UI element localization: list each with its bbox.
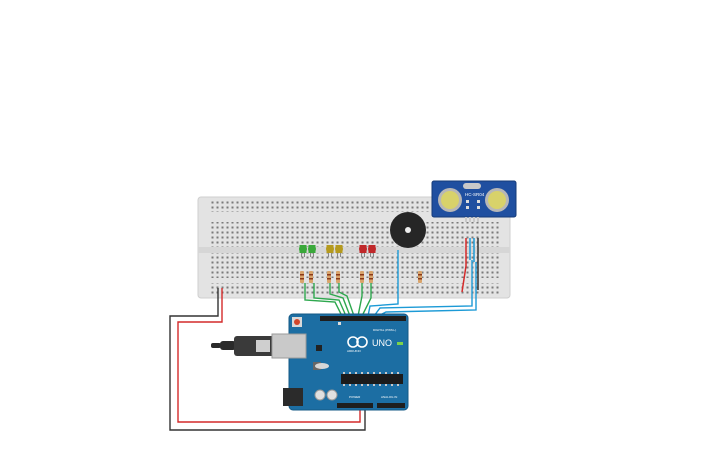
usb-cable[interactable] <box>211 333 307 359</box>
sensor-wires[interactable] <box>461 238 479 293</box>
led-group <box>299 245 376 257</box>
resistors[interactable] <box>300 271 422 283</box>
power-wires[interactable] <box>169 288 366 431</box>
resistor[interactable] <box>327 271 331 283</box>
crystal-oscillator <box>315 363 329 369</box>
sensor-pins <box>465 217 479 222</box>
power-header-label: POWER <box>349 395 361 399</box>
receiver-icon <box>485 188 509 212</box>
digital-header[interactable] <box>320 316 406 321</box>
analog-header-label: ANALOG IN <box>381 395 397 399</box>
arduino-logo-icon <box>347 336 368 348</box>
microcontroller-chip <box>341 374 403 384</box>
led[interactable] <box>335 245 343 257</box>
svg-text:+: + <box>396 242 399 247</box>
terminal-strip-top <box>210 222 500 247</box>
piezo-buzzer[interactable]: + <box>390 212 426 248</box>
board-sub-label: ARDUINO <box>347 349 362 353</box>
led[interactable] <box>326 245 334 257</box>
terminal-strip-bottom <box>210 253 500 278</box>
digital-header-label: DIGITAL (PWM~) <box>373 328 396 332</box>
resistor[interactable] <box>309 271 313 283</box>
analog-header[interactable] <box>377 403 405 408</box>
power-rail-top <box>210 200 500 212</box>
center-channel <box>198 247 510 253</box>
transmitter-icon <box>438 188 462 212</box>
breadboard[interactable] <box>197 196 511 299</box>
power-jack[interactable] <box>283 388 303 406</box>
led[interactable] <box>308 245 316 257</box>
resistor[interactable] <box>336 271 340 283</box>
power-header[interactable] <box>337 403 373 408</box>
resistor[interactable] <box>418 271 422 283</box>
led[interactable] <box>359 245 367 257</box>
reset-button[interactable] <box>292 317 302 327</box>
resistor[interactable] <box>369 271 373 283</box>
led[interactable] <box>299 245 307 257</box>
resistor[interactable] <box>360 271 364 283</box>
led-signal-wires[interactable] <box>304 283 372 317</box>
resistor[interactable] <box>300 271 304 283</box>
arduino-uno[interactable]: DIGITAL (PWM~) UNO ARDUINO <box>211 313 409 411</box>
sensor-model-label: HC-SR04 <box>465 192 485 197</box>
ultrasonic-sensor[interactable]: HC-SR04 <box>431 180 517 222</box>
board-brand: UNO <box>372 338 392 348</box>
led[interactable] <box>368 245 376 257</box>
sensor-crystal <box>463 183 481 189</box>
power-rail-bottom <box>210 283 500 295</box>
